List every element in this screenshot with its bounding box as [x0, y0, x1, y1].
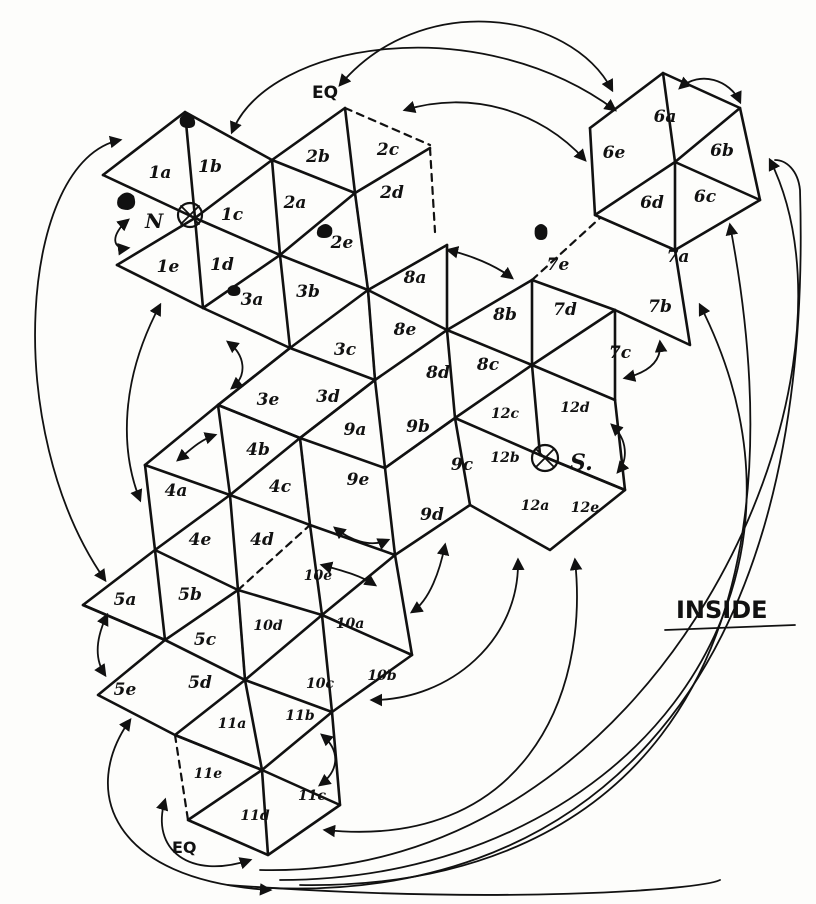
face-label-6c: 6c — [694, 187, 717, 207]
face-label-11b: 11b — [285, 708, 314, 724]
face-label-7e: 7e — [547, 255, 570, 275]
face-label-5a: 5a — [114, 590, 137, 610]
face-label-1d: 1d — [210, 255, 234, 275]
face-label-11e: 11e — [194, 766, 222, 782]
face-label-8a: 8a — [403, 268, 427, 288]
face-label-7c: 7c — [609, 343, 632, 363]
face-label-8d: 8d — [425, 363, 450, 383]
face-label-6b: 6b — [710, 141, 734, 161]
face-label-12c: 12c — [491, 406, 519, 422]
face-label-7a: 7a — [667, 247, 690, 267]
face-label-10c: 10c — [306, 676, 334, 692]
face-label-1c: 1c — [221, 205, 244, 225]
face-label-4c: 4c — [269, 477, 292, 497]
face-label-10a: 10a — [336, 616, 365, 632]
face-label-4e: 4e — [189, 530, 212, 550]
face-label-9c: 9c — [451, 455, 474, 475]
equator-label-top: EQ — [312, 83, 338, 103]
face-label-8c: 8c — [476, 355, 500, 375]
face-label-2c: 2c — [376, 140, 400, 160]
face-label-4d: 4d — [250, 530, 274, 550]
inside-label: INSIDE — [676, 596, 768, 624]
face-label-6d: 6d — [640, 193, 664, 213]
face-label-5c: 5c — [194, 630, 217, 650]
inside-underline — [665, 625, 795, 630]
face-label-11c: 11c — [298, 788, 326, 804]
face-label-1b: 1b — [198, 157, 222, 177]
face-label-3e: 3e — [257, 390, 280, 410]
face-label-1e: 1e — [157, 257, 180, 277]
face-label-9d: 9d — [420, 505, 444, 525]
face-label-8e: 8e — [393, 320, 417, 340]
face-label-6e: 6e — [603, 143, 626, 163]
face-label-6a: 6a — [654, 107, 677, 127]
face-label-7b: 7b — [648, 297, 672, 317]
face-label-3d: 3d — [316, 387, 340, 407]
face-label-3a: 3a — [241, 290, 264, 310]
face-label-12b: 12b — [490, 450, 519, 466]
face-label-2a: 2a — [283, 193, 307, 213]
face-label-10b: 10b — [367, 668, 396, 684]
face-label-12e: 12e — [571, 500, 599, 516]
face-label-2b: 2b — [305, 147, 330, 167]
north-pole-label: N — [144, 209, 164, 233]
face-label-4b: 4b — [246, 440, 270, 460]
face-label-8b: 8b — [492, 305, 517, 325]
face-label-9b: 9b — [406, 417, 430, 437]
face-label-9e: 9e — [347, 470, 370, 490]
face-label-7d: 7d — [553, 300, 577, 320]
face-label-5e: 5e — [114, 680, 137, 700]
face-label-5d: 5d — [188, 673, 212, 693]
face-label-9a: 9a — [344, 420, 367, 440]
face-labels: 1a 1b 1c 1d 1e 2a 2b 2c 2d 2e 3a 3b 3c 3d 3e 4a 4b 4c 4d 4e… — [114, 107, 734, 824]
face-label-12d: 12d — [560, 400, 589, 416]
face-label-5b: 5b — [178, 585, 202, 605]
face-label-2d: 2d — [379, 183, 404, 203]
face-label-10d: 10d — [253, 618, 282, 634]
face-label-3b: 3b — [296, 282, 320, 302]
south-pole-label: S. — [570, 450, 593, 476]
equator-label-bottom: EQ — [172, 838, 197, 857]
face-label-12a: 12a — [521, 498, 550, 514]
face-label-1a: 1a — [149, 163, 172, 183]
face-label-3c: 3c — [334, 340, 357, 360]
face-label-11a: 11a — [218, 716, 247, 732]
face-label-2e: 2e — [330, 233, 354, 253]
face-label-11d: 11d — [240, 808, 269, 824]
face-label-4a: 4a — [165, 481, 188, 501]
face-label-10e: 10e — [304, 568, 332, 584]
